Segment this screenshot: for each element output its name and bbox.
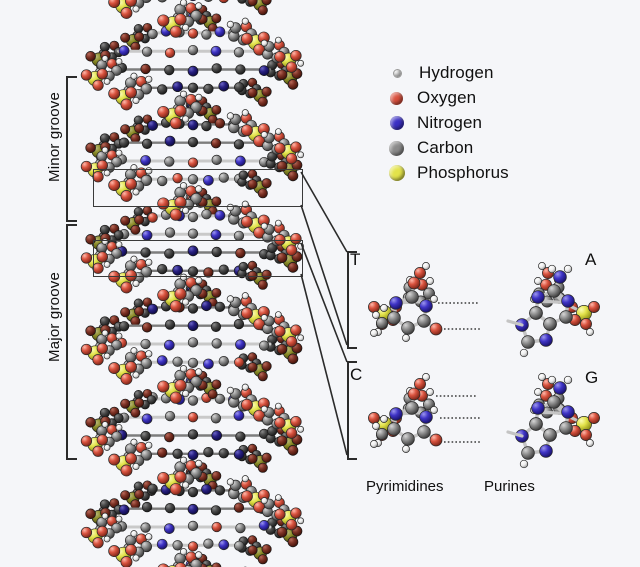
ta-svg bbox=[368, 262, 600, 358]
base-pair-ta-molecule bbox=[352, 255, 617, 360]
pyrimidines-label: Pyrimidines bbox=[366, 478, 444, 495]
legend-label-hydrogen: Hydrogen bbox=[419, 63, 494, 82]
legend-row-hydrogen: Hydrogen bbox=[388, 62, 509, 84]
base-letter-a: A bbox=[585, 250, 597, 269]
base-letter-g: G bbox=[585, 368, 599, 387]
nitrogen-swatch-icon bbox=[389, 116, 404, 130]
minor-groove-bracket bbox=[66, 76, 77, 222]
legend-row-nitrogen: Nitrogen bbox=[388, 112, 509, 134]
legend-row-oxygen: Oxygen bbox=[388, 87, 509, 109]
base-letter-c: C bbox=[350, 365, 363, 384]
hydrogen-swatch-icon bbox=[393, 68, 402, 78]
oxygen-swatch-icon bbox=[390, 91, 403, 105]
helix-svg bbox=[80, 0, 305, 567]
callout-box-lower bbox=[93, 240, 303, 277]
cg-svg bbox=[368, 373, 600, 469]
legend-label-oxygen: Oxygen bbox=[417, 88, 477, 107]
purines-label: Purines bbox=[484, 478, 535, 495]
base-letter-t: T bbox=[350, 250, 361, 269]
minor-groove-label: Minor groove bbox=[46, 92, 63, 182]
major-groove-bracket bbox=[66, 224, 77, 460]
base-pair-bracket-cg bbox=[347, 361, 357, 460]
phosphorus-swatch-icon bbox=[388, 165, 405, 181]
carbon-swatch-icon bbox=[389, 140, 404, 156]
base-pair-bracket-ta bbox=[347, 251, 357, 349]
legend-row-phosphorus: Phosphorus bbox=[388, 162, 509, 184]
legend-row-carbon: Carbon bbox=[388, 137, 509, 159]
legend-label-nitrogen: Nitrogen bbox=[417, 113, 483, 132]
legend-label-phosphorus: Phosphorus bbox=[417, 163, 509, 182]
base-pair-cg-molecule bbox=[352, 362, 617, 470]
major-groove-label: Major groove bbox=[46, 272, 63, 362]
legend-label-carbon: Carbon bbox=[417, 138, 474, 157]
callout-box-upper bbox=[93, 169, 303, 207]
dna-double-helix bbox=[75, 0, 335, 567]
